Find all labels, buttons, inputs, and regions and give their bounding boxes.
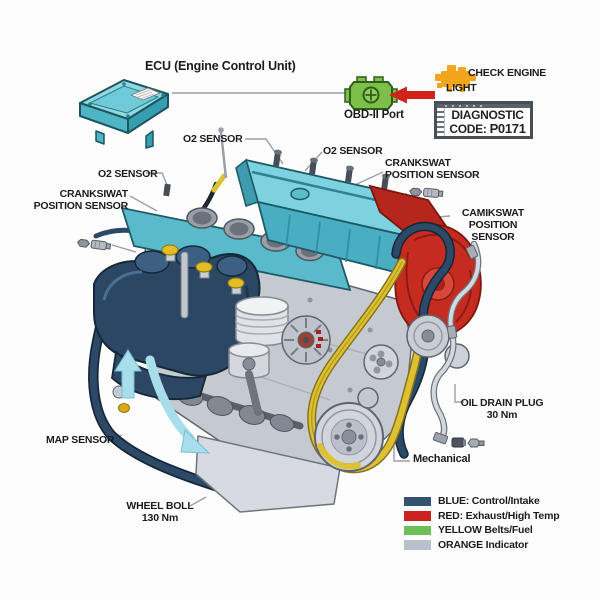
diagnostic-code-line: CODE: P0171 bbox=[449, 120, 526, 136]
obd-port-icon bbox=[344, 76, 398, 110]
diagnostic-line1: DIAGNOSTIC bbox=[451, 107, 524, 122]
legend-swatch-gray bbox=[404, 540, 431, 550]
tensioner-pulley bbox=[357, 387, 379, 409]
crank-pulley bbox=[314, 402, 384, 472]
red-arrow bbox=[389, 86, 435, 104]
oil-pan bbox=[195, 435, 341, 513]
color-legend: BLUE: Control/Intake RED: Exhaust/High T… bbox=[404, 494, 560, 553]
legend-item: YELLOW Belts/Fuel bbox=[404, 523, 559, 538]
callout-cranksiwat-left: CRANKSIWAT POSITION SENSOR bbox=[33, 188, 129, 213]
engine-illustration bbox=[76, 127, 485, 513]
oil-filler-cap bbox=[290, 187, 310, 201]
flow-arrowhead bbox=[180, 428, 211, 454]
legend-swatch-blue bbox=[404, 496, 431, 506]
o2-sensor-studs bbox=[163, 149, 390, 197]
ignition-coils bbox=[161, 244, 245, 295]
sensor-glyph-left bbox=[76, 238, 112, 251]
callout-o2-sensor-top: O2 SENSOR bbox=[183, 133, 243, 145]
fuel-hose-segment bbox=[211, 173, 227, 193]
check-engine-label-line1: CHECK ENGINE bbox=[468, 67, 547, 79]
oil-line-pipe bbox=[430, 240, 482, 445]
ecu-icon bbox=[79, 79, 169, 149]
check-engine-icon bbox=[435, 65, 476, 92]
callout-map-sensor: MAP SENSOR bbox=[46, 434, 115, 446]
check-engine-label-line2: LIGHT bbox=[446, 82, 477, 94]
callout-crankswat-right: CRANKSWAT POSITION SENSOR bbox=[385, 157, 480, 182]
ecu-title: ECU (Engine Control Unit) bbox=[145, 59, 296, 73]
legend-item: BLUE: Control/Intake bbox=[404, 494, 559, 509]
idler-pulley bbox=[363, 344, 399, 380]
legend-item: ORANGE Indicator bbox=[404, 538, 559, 553]
sensor-glyph-right bbox=[409, 187, 444, 198]
legend-label: BLUE: Control/Intake bbox=[438, 495, 540, 508]
pistons bbox=[228, 296, 289, 416]
callout-camikswat: CAMIKSWAT POSITION SENSOR bbox=[461, 207, 525, 244]
diagnostic-box-header bbox=[437, 104, 530, 108]
dipstick bbox=[180, 127, 228, 319]
callout-wheel-boll: WHEEL BOLL 130 Nm bbox=[126, 500, 194, 525]
legend-label: YELLOW Belts/Fuel bbox=[438, 524, 533, 537]
accessory-pulley bbox=[406, 314, 450, 358]
legend-label: ORANGE Indicator bbox=[438, 538, 529, 551]
callout-o2-sensor-mid: O2 SENSOR bbox=[323, 145, 383, 157]
diagnostic-box-zipper bbox=[437, 107, 445, 136]
obd-port-label: OBD-II Port bbox=[344, 109, 404, 121]
legend-swatch-red bbox=[404, 511, 431, 521]
callout-mechanical: Mechanical bbox=[413, 453, 471, 465]
callout-o2-sensor-left: O2 SENSOR bbox=[98, 168, 158, 180]
callout-oil-drain-plug: OIL DRAIN PLUG 30 Nm bbox=[460, 397, 544, 422]
diagnostic-code-box: DIAGNOSTIC CODE: P0171 bbox=[434, 101, 533, 139]
legend-swatch-green bbox=[404, 525, 431, 535]
drain-plug-glyphs bbox=[451, 437, 485, 448]
diagnostic-code-value: P0171 bbox=[489, 120, 526, 136]
legend-label: RED: Exhaust/High Temp bbox=[438, 509, 560, 522]
legend-item: RED: Exhaust/High Temp bbox=[404, 509, 560, 524]
intake-flow-arrow bbox=[114, 349, 142, 399]
alternator bbox=[281, 315, 331, 365]
flow-arrows bbox=[114, 349, 211, 454]
